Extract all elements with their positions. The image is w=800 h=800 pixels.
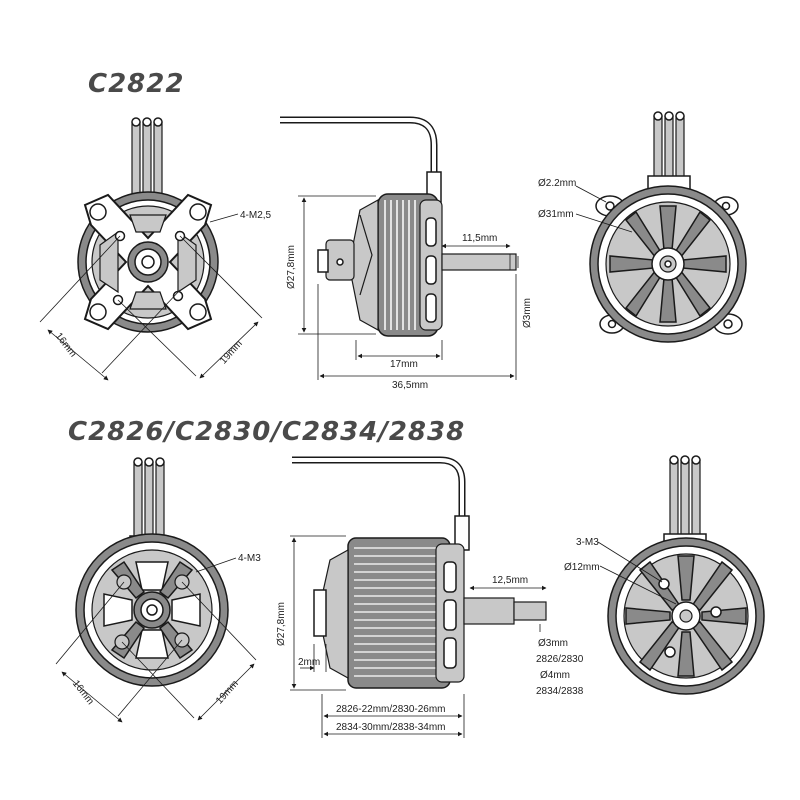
- bottom-len-b: 2834-30mm/2838-34mm: [336, 722, 446, 733]
- bottom-rear-mount: 3-M3: [576, 537, 599, 548]
- top-front-wires: [131, 117, 163, 201]
- bottom-side-diameter: Ø27,8mm: [276, 602, 287, 646]
- top-side-shaft-len: 11,5mm: [462, 233, 497, 244]
- bottom-front-dim-right: 19mm: [214, 678, 241, 706]
- bottom-side-step: 2mm: [298, 657, 320, 668]
- bottom-rear-dia: Ø12mm: [564, 562, 600, 573]
- top-front-mount-label: 4-M2,5: [240, 210, 272, 221]
- bottom-rear-spokes: [625, 555, 747, 677]
- bottom-front-mount-label: 4-M3: [238, 553, 261, 564]
- bottom-front-dim-left: 16mm: [70, 678, 96, 707]
- bottom-shaft-b: Ø4mm: [540, 670, 570, 681]
- top-side-len-a: 17mm: [390, 359, 418, 370]
- top-side-diameter: Ø27,8mm: [286, 245, 297, 289]
- bottom-len-a: 2826-22mm/2830-26mm: [336, 704, 446, 715]
- bottom-shaft-a: Ø3mm: [538, 638, 568, 649]
- top-side-view: Ø27,8mm 11,5mm Ø3mm 17mm 36,5mm: [280, 116, 533, 391]
- top-rear-hole: Ø2.2mm: [538, 178, 576, 189]
- top-rear-view: Ø2.2mm Ø31mm: [538, 111, 747, 343]
- top-front-view: 4-M2,5 16mm 19mm: [39, 117, 272, 381]
- top-side-len-b: 36,5mm: [392, 380, 428, 391]
- top-front-dim-right: 19mm: [218, 338, 245, 366]
- screw-hole-icon: [172, 290, 184, 302]
- bottom-front-view: 4-M3 16mm 19mm: [55, 457, 261, 723]
- bottom-side-shaft-len: 12,5mm: [492, 575, 528, 586]
- title-top: C2822: [88, 69, 184, 99]
- bottom-side-ribs: [354, 547, 436, 677]
- top-rear-dia: Ø31mm: [538, 209, 574, 220]
- bottom-shaft-a-models: 2826/2830: [536, 654, 584, 665]
- top-side-ribs: [384, 200, 416, 330]
- top-front-dim-left: 16mm: [53, 331, 79, 360]
- bottom-side-view: Ø27,8mm 12,5mm 2mm Ø3mm 2826/2830 Ø4mm 2…: [276, 456, 584, 738]
- bottom-shaft-b-models: 2834/2838: [536, 686, 584, 697]
- title-bottom: C2826/C2830/C2834/2838: [68, 417, 465, 447]
- bottom-rear-view: 3-M3 Ø12mm: [564, 455, 765, 695]
- top-side-shaft-dia: Ø3mm: [522, 298, 533, 328]
